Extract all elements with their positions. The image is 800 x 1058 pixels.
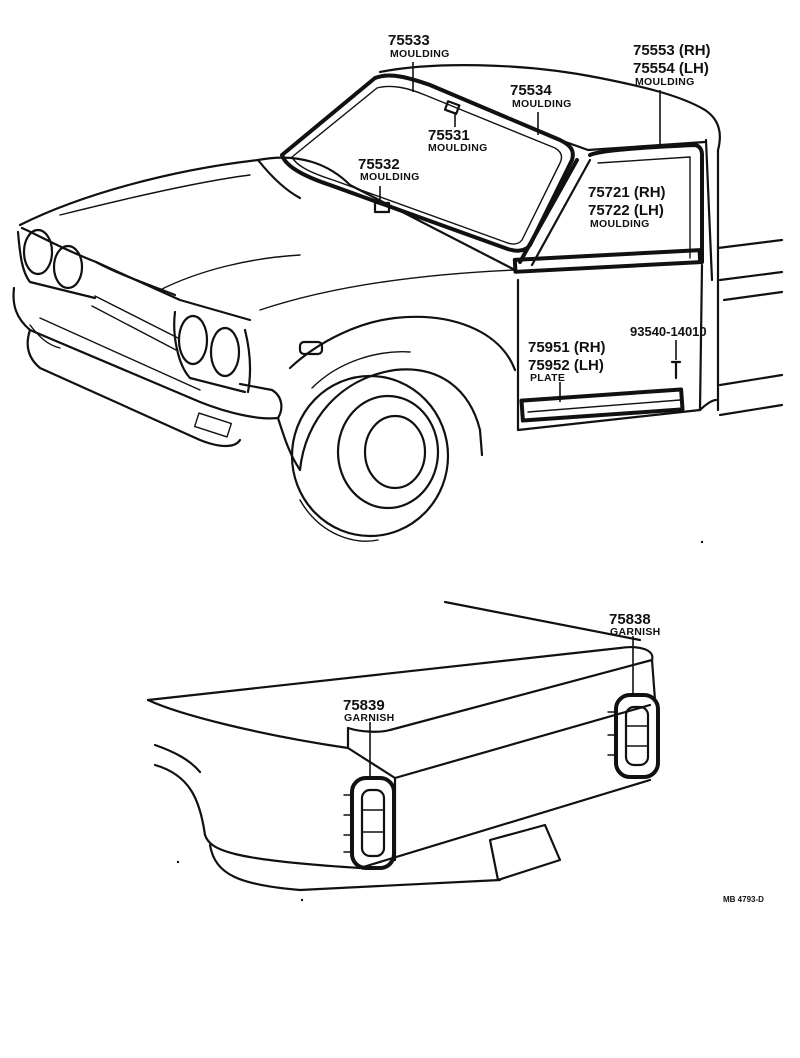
right-tail-garnish — [614, 693, 660, 779]
part-number-75722: 75722 (LH) — [588, 202, 664, 219]
hood-outline — [18, 156, 517, 272]
belt-moulding — [512, 248, 703, 274]
part-name-75838: GARNISH — [610, 626, 661, 638]
scuff-plate — [519, 387, 685, 423]
door-outline — [516, 263, 704, 432]
part-number-75839: 75839 — [343, 697, 385, 714]
part-name-75531: MOULDING — [428, 142, 488, 154]
bed-side — [716, 238, 784, 417]
part-name-75839: GARNISH — [344, 712, 395, 724]
rear-bumper — [153, 763, 652, 870]
roof-outline — [378, 64, 721, 152]
part-name-75951: PLATE — [530, 372, 565, 384]
left-tail-garnish — [350, 776, 396, 870]
front-wheel — [290, 374, 450, 538]
part-number-75532: 75532 — [358, 156, 400, 173]
callout-75533: 75533 MOULDING — [388, 32, 450, 60]
door-window-frame — [588, 143, 704, 264]
part-number-75553: 75553 (RH) — [633, 42, 711, 59]
front-fender — [276, 368, 484, 472]
part-number-93540: 93540-14010 — [630, 324, 707, 339]
callout-75721: 75721 (RH) 75722 (LH) MOULDING — [588, 184, 666, 230]
part-number-75951: 75951 (RH) — [528, 339, 606, 356]
callout-93540: 93540-14010 — [630, 324, 707, 339]
truck-rear-illustration — [146, 600, 660, 902]
part-number-75533: 75533 — [388, 32, 430, 49]
callout-75532: 75532 MOULDING — [358, 156, 420, 183]
reference-code: MB 4793-D — [723, 895, 764, 904]
callout-75951: 75951 (RH) 75952 (LH) PLATE — [528, 339, 606, 384]
part-number-75721: 75721 (RH) — [588, 184, 666, 201]
callout-75531: 75531 MOULDING — [428, 127, 488, 154]
truck-front-illustration — [12, 62, 784, 544]
part-name-75721: MOULDING — [590, 218, 650, 230]
part-number-75534: 75534 — [510, 82, 552, 99]
callout-75839: 75839 GARNISH — [343, 697, 395, 724]
part-number-75554: 75554 (LH) — [633, 60, 709, 77]
part-number-75838: 75838 — [609, 611, 651, 628]
part-number-75531: 75531 — [428, 127, 470, 144]
front-bumper — [12, 286, 283, 420]
part-name-75532: MOULDING — [360, 171, 420, 183]
screw-icon — [670, 360, 682, 380]
callout-75838: 75838 GARNISH — [609, 611, 661, 638]
part-number-75952: 75952 (LH) — [528, 357, 604, 374]
windshield-frame — [280, 73, 575, 253]
callout-75553: 75553 (RH) 75554 (LH) MOULDING — [633, 42, 711, 88]
part-name-75533: MOULDING — [390, 48, 450, 60]
part-name-75553: MOULDING — [635, 76, 695, 88]
part-name-75534: MOULDING — [512, 98, 572, 110]
callout-75534: 75534 MOULDING — [510, 82, 572, 110]
bed-rail — [146, 646, 654, 733]
